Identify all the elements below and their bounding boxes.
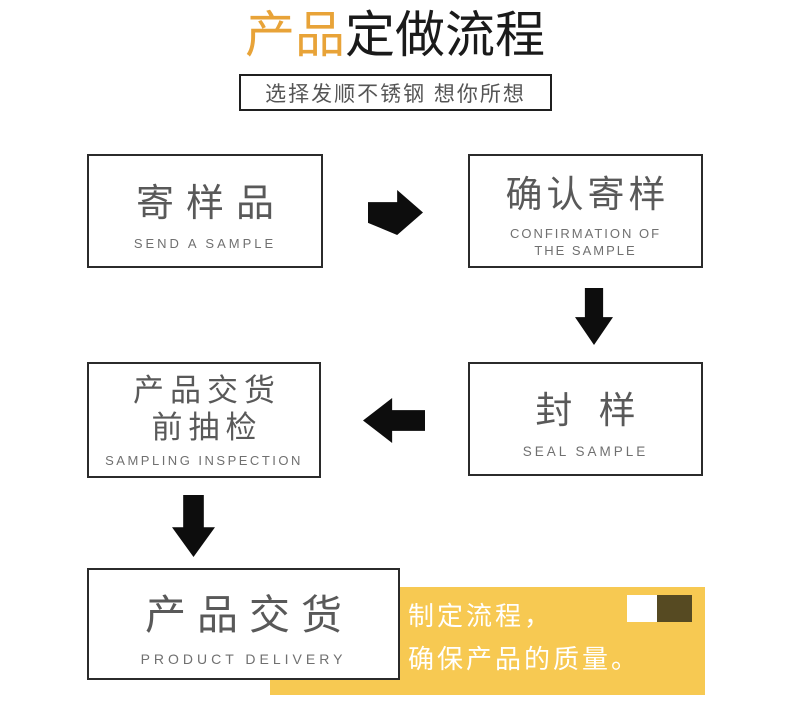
step-send-sample: 寄样品 SEND A SAMPLE bbox=[87, 154, 323, 268]
subtitle-box: 选择发顺不锈钢 想你所想 bbox=[239, 74, 552, 111]
callout-text: 制定流程， 确保产品的质量。 bbox=[408, 595, 640, 681]
step-sampling-inspection: 产品交货 前抽检 SAMPLING INSPECTION bbox=[87, 362, 321, 478]
page-title-rest: 定做流程 bbox=[345, 7, 545, 63]
step-sampling-inspection-title-line2: 前抽检 bbox=[151, 410, 263, 445]
step-seal-sample: 封 样 SEAL SAMPLE bbox=[468, 362, 703, 476]
callout-text-line2: 确保产品的质量。 bbox=[408, 644, 641, 674]
step-product-delivery-title: 产品交货 bbox=[145, 592, 353, 638]
arrow-left-icon bbox=[363, 398, 425, 443]
page-title: 产品定做流程 bbox=[0, 4, 790, 66]
step-product-delivery: 产品交货 PRODUCT DELIVERY bbox=[87, 568, 400, 680]
page-title-accent: 产品 bbox=[245, 7, 345, 63]
callout-square-white bbox=[627, 595, 657, 622]
step-send-sample-subtitle: SEND A SAMPLE bbox=[133, 235, 277, 251]
subtitle-text: 选择发顺不锈钢 想你所想 bbox=[265, 82, 526, 106]
step-confirm-sample-subtitle-line1: CONFIRMATION OF bbox=[509, 225, 662, 241]
step-confirm-sample-title: 确认寄样 bbox=[505, 173, 670, 215]
step-seal-sample-title: 封 样 bbox=[535, 389, 644, 431]
callout-text-line1: 制定流程， bbox=[408, 601, 554, 631]
step-confirm-sample: 确认寄样 CONFIRMATION OF THE SAMPLE bbox=[468, 154, 703, 268]
step-sampling-inspection-title-line1: 产品交货 bbox=[133, 373, 281, 408]
step-sampling-inspection-subtitle: SAMPLING INSPECTION bbox=[105, 453, 303, 468]
step-send-sample-title: 寄样品 bbox=[135, 182, 286, 225]
step-confirm-sample-subtitle-line2: THE SAMPLE bbox=[534, 242, 637, 258]
step-seal-sample-subtitle: SEAL SAMPLE bbox=[522, 443, 649, 459]
arrow-down-icon bbox=[172, 495, 215, 557]
step-confirm-sample-subtitle: CONFIRMATION OF THE SAMPLE bbox=[510, 225, 661, 259]
arrow-down-icon bbox=[575, 288, 613, 345]
arrow-right-icon bbox=[368, 190, 423, 235]
step-sampling-inspection-title: 产品交货 前抽检 bbox=[127, 372, 281, 446]
step-product-delivery-subtitle: PRODUCT DELIVERY bbox=[140, 651, 347, 667]
callout-square-dark bbox=[657, 595, 692, 622]
